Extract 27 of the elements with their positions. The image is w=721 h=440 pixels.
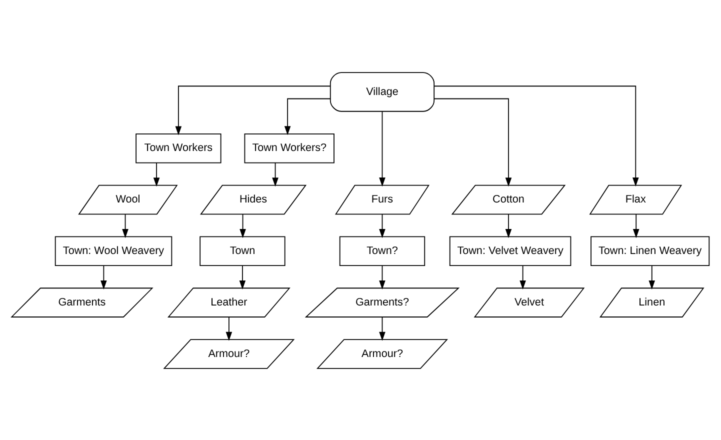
arrow [100,264,107,289]
arrow [272,162,278,186]
node-box: Town [200,236,286,266]
arrow [226,316,232,340]
arrow [240,213,246,238]
node-box: Town? [339,236,426,266]
arrow [379,110,386,186]
arrow [122,213,128,238]
arrow [632,213,640,238]
arrow [175,85,331,135]
arrow [379,264,386,289]
arrow [505,213,512,238]
node-box: Town: Linen Weavery [590,236,710,266]
arrow [648,264,656,289]
node-box: Town: Velvet Weavery [449,236,572,266]
node-box: Town Workers? [244,132,334,163]
arrow [434,98,512,186]
node-box: Town: Wool Weavery [54,236,172,266]
node-box: Town Workers [136,132,222,163]
node-box: Village [330,72,435,112]
arrow [239,264,246,289]
arrow [379,316,386,340]
arrow [520,264,526,289]
arrow [284,98,331,135]
arrow [379,213,386,238]
arrow [434,85,639,186]
arrow [153,162,160,186]
